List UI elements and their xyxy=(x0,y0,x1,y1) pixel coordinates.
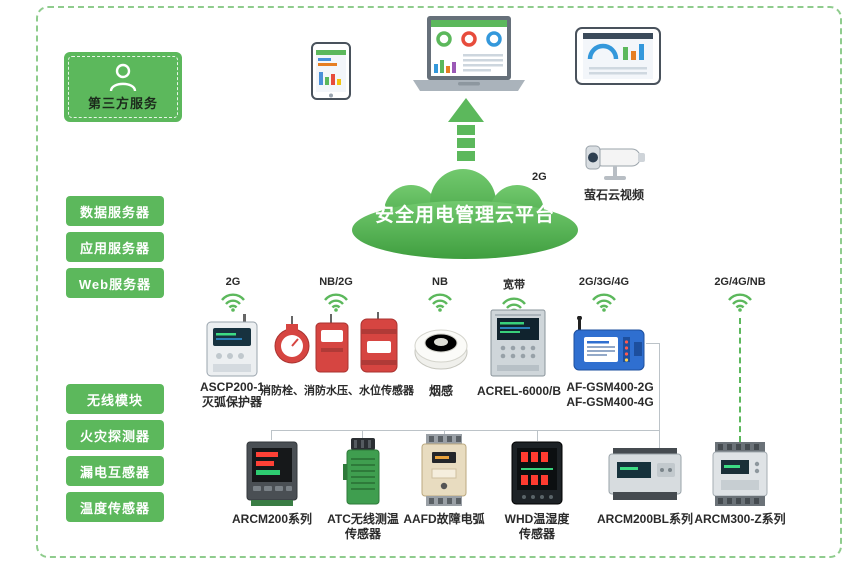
uplink-2g: 2G xyxy=(203,276,263,312)
cloud-platform-title: 安全用电管理云平台 xyxy=(374,204,555,226)
uplink-label: NB/2G xyxy=(319,276,353,288)
camera-icon xyxy=(580,143,648,187)
connector-line xyxy=(659,343,660,448)
third-party-service-label: 第三方服务 xyxy=(87,96,158,111)
device-arcm200 xyxy=(245,440,299,508)
uplink-label: 宽带 xyxy=(503,279,525,291)
device-aafd-caption: AAFD故障电弧 xyxy=(403,512,485,526)
uplink-nb: NB xyxy=(410,276,470,312)
device-atc xyxy=(343,438,383,506)
camera-caption: 萤石云视频 xyxy=(583,188,644,202)
device-arcm200-caption: ARCM200系列 xyxy=(231,512,313,526)
uplink-label: 2G xyxy=(225,276,241,288)
person-icon xyxy=(105,62,141,92)
uplink-label: 2G/3G/4G xyxy=(578,276,630,288)
connector-line xyxy=(537,430,538,441)
web-server-box: Web服务器 xyxy=(66,268,164,298)
device-arcm300z-caption: ARCM300-Z系列 xyxy=(694,512,786,526)
device-arcm200bl xyxy=(607,446,683,502)
device-acrel6000 xyxy=(489,308,547,378)
third-party-service-box: 第三方服务 xyxy=(64,52,182,122)
wifi-icon xyxy=(428,293,452,312)
connector-bus-line xyxy=(271,430,660,431)
wireless-module-box: 无线模块 xyxy=(66,384,164,414)
temperature-sensor-box: 温度传感器 xyxy=(66,492,164,522)
device-smoke-detector xyxy=(413,322,469,372)
fire-detector-box: 火灾探测器 xyxy=(66,420,164,450)
device-atc-caption: ATC无线测温 传感器 xyxy=(327,512,399,541)
dashed-wireless-link xyxy=(739,318,741,442)
uplink-2g3g4g: 2G/3G/4G xyxy=(574,276,634,312)
device-whd-caption: WHD温湿度 传感器 xyxy=(504,512,570,541)
camera-network-label: 2G xyxy=(532,171,547,183)
phone-icon xyxy=(311,42,351,100)
wifi-icon xyxy=(592,293,616,312)
device-arcm300z xyxy=(711,442,769,506)
app-server-box: 应用服务器 xyxy=(66,232,164,262)
device-smoke-detector-caption: 烟感 xyxy=(428,384,453,398)
wifi-icon xyxy=(221,293,245,312)
device-aafd xyxy=(420,434,468,508)
upload-arrow-icon xyxy=(448,98,484,166)
device-fire-sensors-caption: 消防栓、消防水压、水位传感器 xyxy=(260,385,414,397)
tablet-icon xyxy=(575,27,661,85)
cloud-shape xyxy=(345,168,585,262)
connector-line xyxy=(362,430,363,438)
wifi-icon xyxy=(728,293,752,312)
data-server-box: 数据服务器 xyxy=(66,196,164,226)
device-af-gsm400 xyxy=(572,316,646,372)
diagram-border xyxy=(36,6,842,558)
device-ascp200-caption: ASCP200-1 灭弧保护器 xyxy=(199,380,265,409)
device-acrel6000-caption: ACREL-6000/B xyxy=(476,384,562,398)
connector-line xyxy=(444,430,445,436)
uplink-2g4gnb: 2G/4G/NB xyxy=(710,276,770,312)
device-ascp200 xyxy=(205,314,259,378)
device-arcm200bl-caption: ARCM200BL系列 xyxy=(596,512,693,526)
wifi-icon xyxy=(324,293,348,312)
uplink-label: NB xyxy=(432,276,448,288)
uplink-nb2g: NB/2G xyxy=(306,276,366,312)
device-af-gsm400-caption: AF-GSM400-2G AF-GSM400-4G xyxy=(566,380,654,409)
uplink-label: 2G/4G/NB xyxy=(714,276,766,288)
connector-line xyxy=(271,430,272,440)
laptop-icon xyxy=(413,16,525,96)
device-fire-sensors xyxy=(272,310,404,382)
connector-line xyxy=(646,343,660,344)
device-whd xyxy=(511,441,563,505)
leakage-sensor-box: 漏电互感器 xyxy=(66,456,164,486)
